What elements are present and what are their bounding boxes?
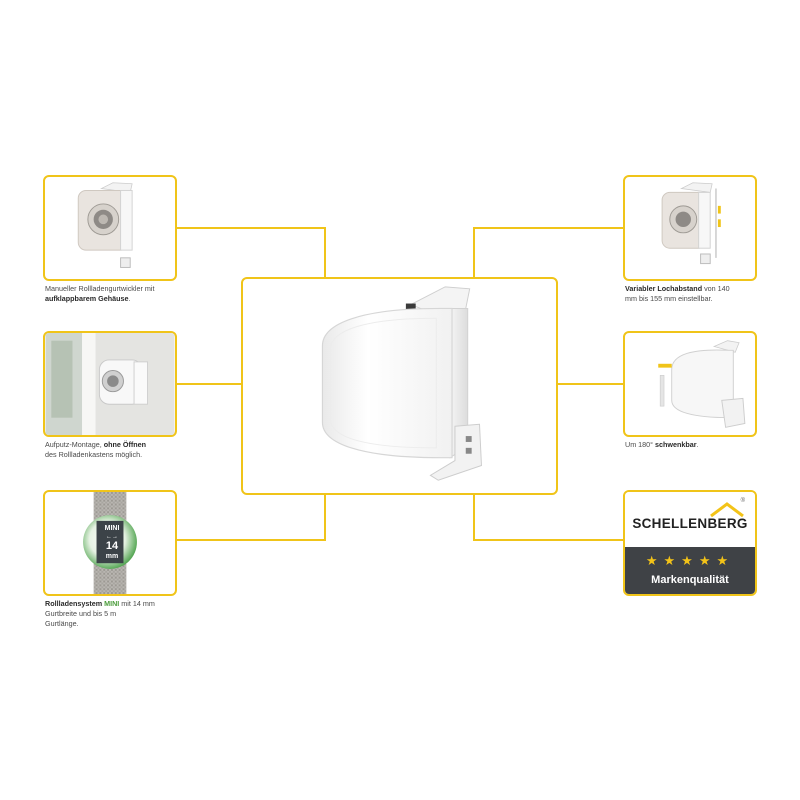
mounting-image bbox=[45, 333, 175, 435]
roof-logo-icon bbox=[710, 502, 744, 518]
caption-hole-spacing-bold: Variabler Lochabstand bbox=[625, 284, 703, 293]
brand-rating-area: ★★★★★ Markenqualität bbox=[625, 547, 755, 594]
registered-mark: ® bbox=[740, 498, 745, 504]
caption-hole-spacing-line1-end: von 140 bbox=[702, 284, 730, 293]
main-product-panel bbox=[241, 277, 558, 495]
caption-housing: Manueller Rollladengurtwickler mit aufkl… bbox=[45, 284, 185, 304]
caption-belt-line3: Gurtlänge. bbox=[45, 619, 79, 628]
caption-mounting-line2: des Rollladenkastens möglich. bbox=[45, 450, 143, 459]
feature-panel-mounting bbox=[43, 331, 177, 437]
mini-badge-unit: mm bbox=[105, 553, 119, 560]
caption-belt-line2: Gurtbreite und bis 5 m bbox=[45, 609, 117, 618]
caption-belt-mini: MINI bbox=[104, 599, 120, 608]
brand-quality-badge: ® SCHELLENBERG ★★★★★ Markenqualität bbox=[623, 490, 757, 596]
feature-panel-hole-spacing bbox=[623, 175, 757, 281]
belt-image bbox=[83, 492, 137, 594]
caption-swivel-line1: Um 180° bbox=[625, 440, 656, 449]
feature-panel-housing bbox=[43, 175, 177, 281]
caption-housing-end: . bbox=[128, 294, 131, 303]
caption-hole-spacing: Variabler Lochabstand von 140 mm bis 155… bbox=[625, 284, 765, 304]
swivel-image bbox=[658, 340, 746, 428]
feature-panel-swivel bbox=[623, 331, 757, 437]
caption-mounting: Aufputz-Montage, ohne Öffnen des Rolllad… bbox=[45, 440, 185, 460]
brand-quality-label: Markenqualität bbox=[651, 574, 729, 586]
caption-swivel-end: . bbox=[696, 440, 699, 449]
caption-belt-line1-end: mit 14 mm bbox=[119, 599, 155, 608]
caption-mounting-line1: Aufputz-Montage, bbox=[45, 440, 104, 449]
caption-belt: Rollladensystem MINI mit 14 mm Gurtbreit… bbox=[45, 599, 185, 629]
mini-badge-number: 14 bbox=[105, 540, 119, 552]
brand-logo-area: ® SCHELLENBERG bbox=[625, 492, 755, 547]
feature-panel-belt: MINI ←→ 14 mm bbox=[43, 490, 177, 596]
caption-housing-line1: Manueller Rollladengurtwickler mit bbox=[45, 284, 155, 293]
caption-mounting-bold: ohne Öffnen bbox=[103, 440, 147, 449]
housing-image bbox=[77, 182, 133, 268]
hole-spacing-image bbox=[661, 182, 721, 265]
mini-badge-arrow: ←→ bbox=[106, 534, 118, 540]
mini-badge-label: MINI bbox=[104, 525, 120, 532]
caption-belt-bold: Rollladensystem bbox=[45, 599, 105, 608]
product-image bbox=[321, 286, 482, 481]
brand-name: SCHELLENBERG bbox=[632, 516, 748, 531]
star-rating-icons: ★★★★★ bbox=[645, 553, 735, 568]
caption-housing-bold: aufklappbarem Gehäuse bbox=[45, 294, 129, 303]
caption-swivel: Um 180° schwenkbar. bbox=[625, 440, 765, 450]
caption-hole-spacing-line2: mm bis 155 mm einstellbar. bbox=[625, 294, 713, 303]
mini-badge: MINI ←→ 14 mm bbox=[98, 522, 126, 566]
caption-swivel-bold: schwenkbar bbox=[655, 440, 697, 449]
